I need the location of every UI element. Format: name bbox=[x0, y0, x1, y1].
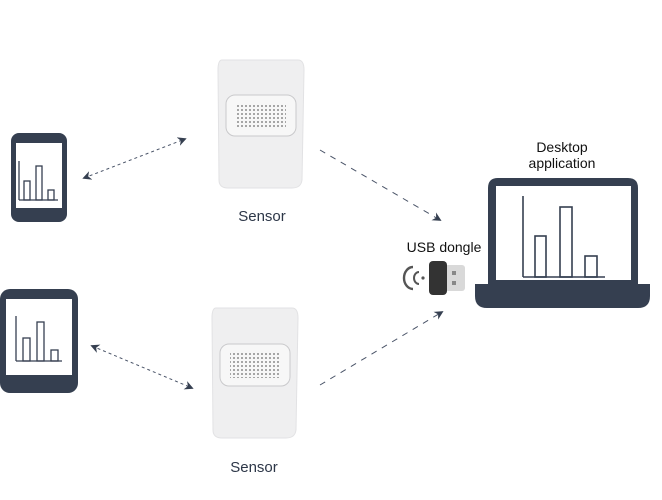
phone-top-icon bbox=[11, 133, 67, 222]
edge-sensor-bottom-dongle bbox=[319, 311, 444, 386]
desktop-laptop-icon bbox=[475, 178, 650, 308]
usb-dongle-icon bbox=[402, 261, 465, 295]
edge-sensor-top-dongle bbox=[319, 149, 442, 221]
tablet-bottom-icon bbox=[0, 289, 78, 393]
sensor-bottom-label: Sensor bbox=[230, 459, 278, 476]
edge-phone-sensor-top bbox=[82, 137, 187, 180]
sensor-top-label: Sensor bbox=[238, 208, 286, 225]
edge-tablet-sensor-bottom bbox=[90, 344, 194, 390]
usb-dongle-label: USB dongle bbox=[406, 239, 482, 255]
sensor-top-device bbox=[217, 59, 305, 189]
sensor-bottom-device bbox=[211, 307, 299, 439]
desktop-label-line1: Desktop bbox=[536, 139, 588, 155]
desktop-label-line2: application bbox=[528, 155, 596, 171]
